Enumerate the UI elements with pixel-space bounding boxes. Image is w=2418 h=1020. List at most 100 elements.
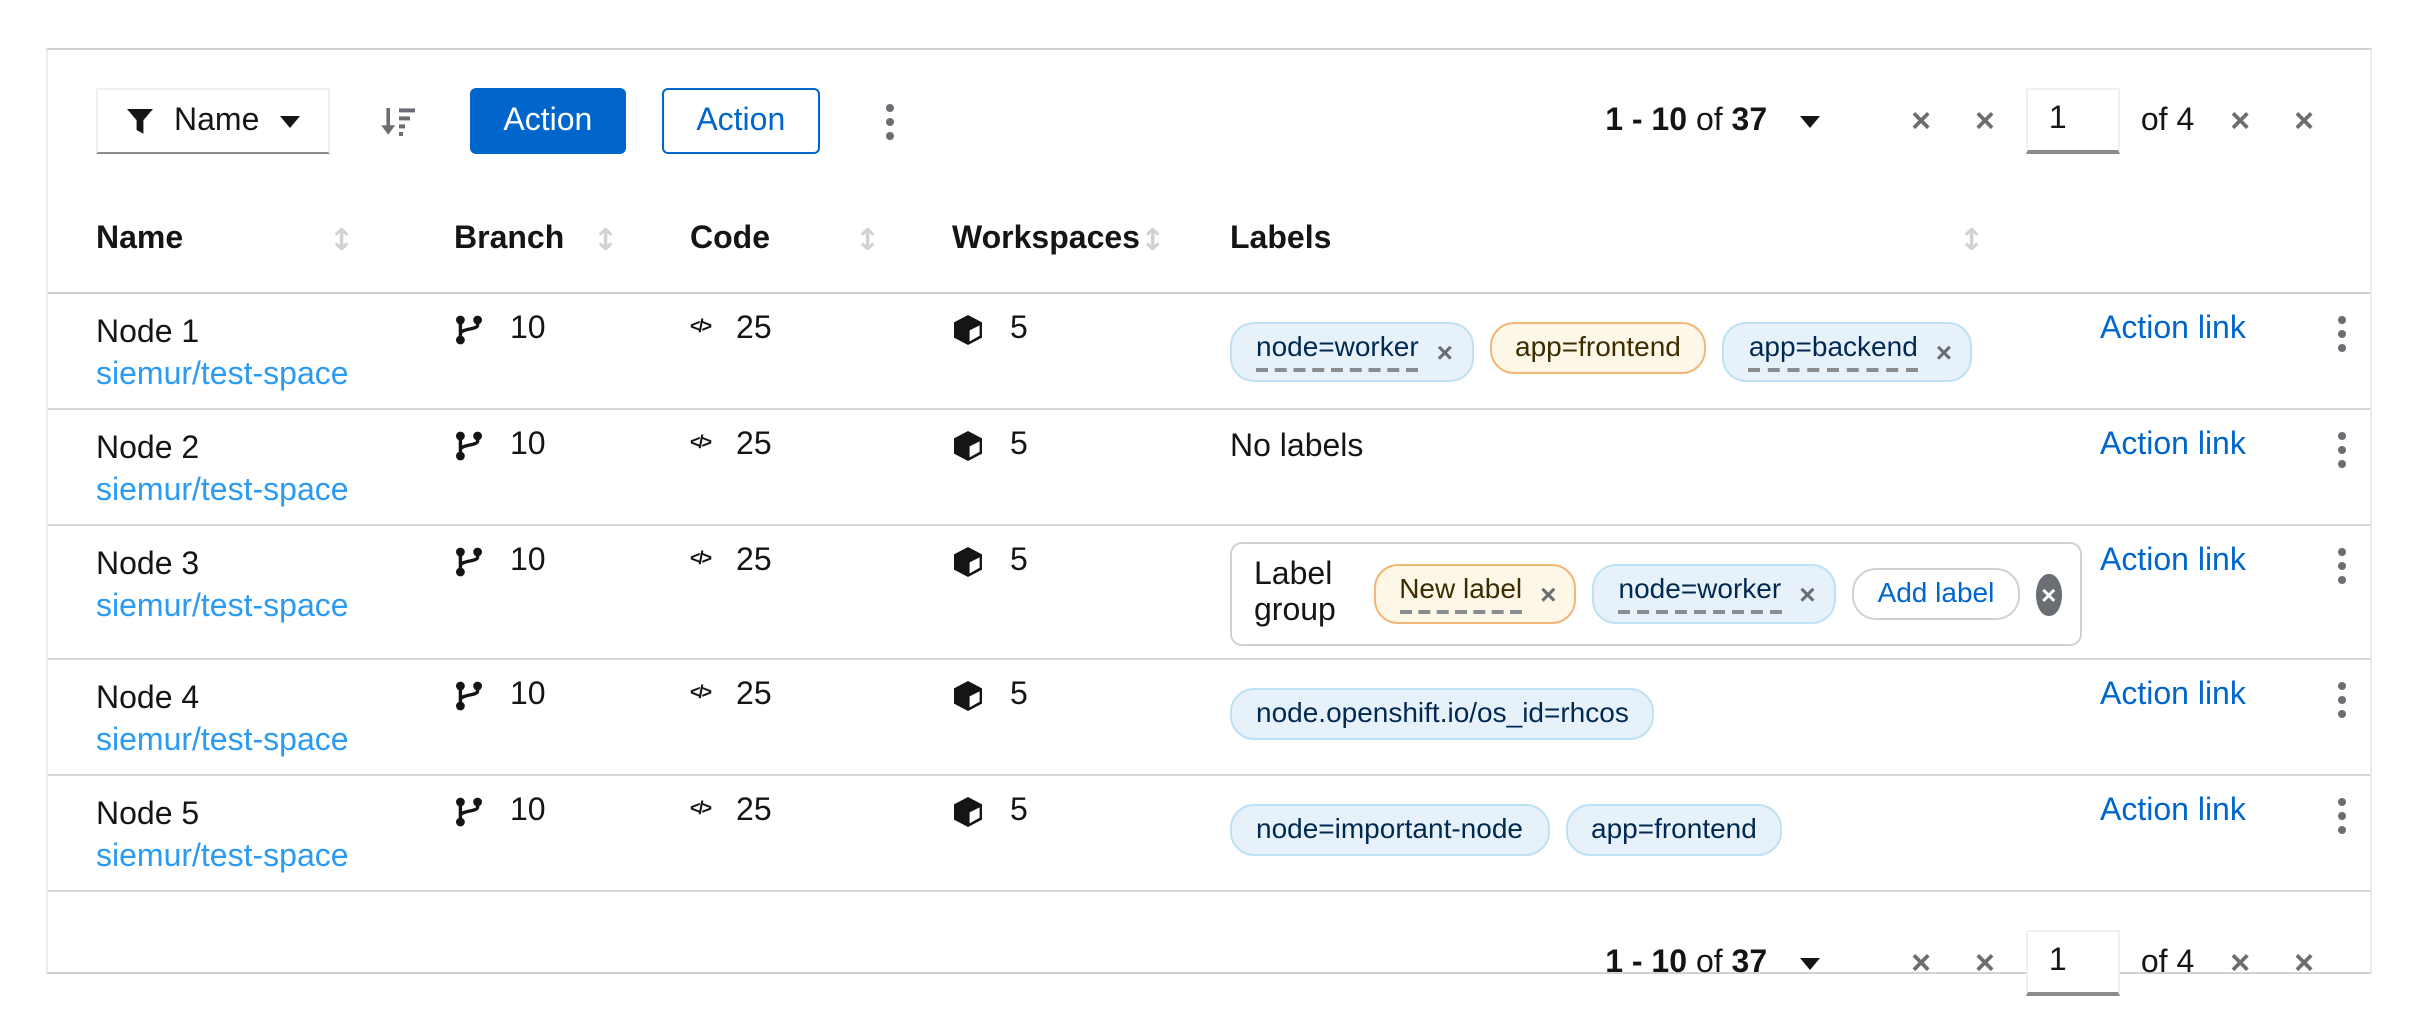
row-kebab-button[interactable] bbox=[2320, 308, 2364, 360]
label-chip-text[interactable]: node=worker bbox=[1618, 572, 1782, 614]
node-name: Node 4 bbox=[96, 682, 200, 716]
action-link[interactable]: Action link bbox=[2100, 544, 2246, 578]
space-link[interactable]: siemur/test-space bbox=[96, 474, 349, 508]
space-link[interactable]: siemur/test-space bbox=[96, 358, 349, 392]
code-icon: </> bbox=[690, 432, 712, 452]
label-chip[interactable]: node=worker × bbox=[1230, 322, 1474, 382]
secondary-action-button[interactable]: Action bbox=[662, 88, 820, 154]
first-page-button[interactable]: × bbox=[1903, 942, 1939, 984]
pagination-of-word: of bbox=[1695, 103, 1723, 137]
add-label-button[interactable]: Add label bbox=[1851, 568, 2021, 620]
code-icon: </> bbox=[690, 316, 712, 336]
close-icon[interactable]: × bbox=[1436, 335, 1454, 367]
code-icon: </> bbox=[690, 798, 712, 818]
column-header-workspaces[interactable]: Workspaces ↕ bbox=[920, 188, 1198, 292]
table-row: Node 2 siemur/test-space 10 </>25 5 No l… bbox=[48, 410, 2370, 526]
pagination-range-values: 1 - 10 bbox=[1605, 103, 1688, 137]
add-label-text: Add label bbox=[1877, 576, 1995, 608]
close-icon[interactable]: × bbox=[1935, 335, 1953, 367]
code-branch-icon bbox=[456, 431, 482, 461]
sort-amount-down-icon bbox=[380, 107, 415, 135]
sort-both-icon[interactable]: ↕ bbox=[1139, 222, 1166, 258]
sort-both-icon[interactable]: ↕ bbox=[328, 222, 354, 258]
sort-both-icon[interactable]: ↕ bbox=[1958, 222, 1984, 258]
last-page-button[interactable]: × bbox=[2286, 100, 2322, 142]
row-kebab-button[interactable] bbox=[2320, 790, 2364, 842]
cube-icon bbox=[954, 681, 982, 711]
code-cell: </>25 bbox=[690, 678, 772, 714]
name-cell: Node 5 siemur/test-space bbox=[64, 776, 422, 890]
action-link[interactable]: Action link bbox=[2100, 794, 2246, 828]
space-link[interactable]: siemur/test-space bbox=[96, 840, 349, 874]
sort-both-icon[interactable]: ↕ bbox=[592, 222, 618, 258]
column-header-branch[interactable]: Branch ↕ bbox=[422, 188, 658, 292]
current-page-input[interactable] bbox=[2026, 930, 2121, 996]
label-chip-text: node.openshift.io/os_id=rhcos bbox=[1256, 696, 1629, 728]
cube-icon bbox=[954, 315, 982, 345]
label-group-close-button[interactable]: × bbox=[2036, 573, 2061, 615]
code-icon: </> bbox=[690, 548, 712, 568]
first-page-button[interactable]: × bbox=[1903, 100, 1939, 142]
last-page-button[interactable]: × bbox=[2286, 942, 2322, 984]
next-page-button[interactable]: × bbox=[2222, 100, 2258, 142]
label-chip-text: node=important-node bbox=[1256, 812, 1523, 844]
cube-icon bbox=[954, 797, 982, 827]
labels-cell: node=important-node app=frontend bbox=[1230, 794, 1783, 856]
labels-cell: Label group New label× node=worker× Add … bbox=[1198, 526, 2081, 658]
previous-page-button[interactable]: × bbox=[1967, 100, 2003, 142]
table-row: Node 4 siemur/test-space 10 </>25 5 node… bbox=[48, 660, 2370, 776]
row-kebab-button[interactable] bbox=[2320, 674, 2364, 726]
code-count: 25 bbox=[736, 312, 772, 346]
pagination-top: 1 - 10 of 37 × × of 4 × × bbox=[1605, 88, 2322, 154]
close-icon[interactable]: × bbox=[1540, 577, 1557, 609]
next-page-button[interactable]: × bbox=[2222, 942, 2258, 984]
branch-count: 10 bbox=[510, 544, 546, 578]
pagination-menu-caret-icon[interactable] bbox=[1799, 957, 1820, 969]
label-chip[interactable]: app=backend × bbox=[1722, 322, 1973, 382]
label-chip-text: app=frontend bbox=[1591, 812, 1757, 844]
space-link[interactable]: siemur/test-space bbox=[96, 590, 349, 624]
toolbar-kebab-button[interactable] bbox=[867, 95, 911, 147]
filter-dropdown-toggle[interactable]: Name bbox=[96, 88, 330, 154]
branch-count: 10 bbox=[510, 794, 546, 828]
cube-icon bbox=[954, 547, 982, 577]
row-kebab-button[interactable] bbox=[2320, 540, 2364, 592]
action-link[interactable]: Action link bbox=[2100, 678, 2246, 712]
action-link[interactable]: Action link bbox=[2100, 428, 2246, 462]
workspaces-cell: 5 bbox=[952, 544, 1028, 580]
workspaces-count: 5 bbox=[1010, 544, 1028, 578]
label-chip[interactable]: node=worker × bbox=[1592, 564, 1836, 624]
label-chip-text[interactable]: app=backend bbox=[1748, 330, 1918, 372]
node-name: Node 5 bbox=[96, 798, 200, 832]
column-header-labels[interactable]: Labels ↕ bbox=[1198, 188, 2068, 292]
pagination-menu-caret-icon[interactable] bbox=[1799, 115, 1820, 127]
column-header-name[interactable]: Name ↕ bbox=[64, 188, 422, 292]
label-chip: node.openshift.io/os_id=rhcos bbox=[1230, 688, 1655, 740]
current-page-input[interactable] bbox=[2026, 88, 2121, 154]
kebab-vertical-icon bbox=[2338, 432, 2346, 440]
kebab-vertical-icon bbox=[2338, 548, 2346, 556]
code-count: 25 bbox=[736, 428, 772, 462]
cube-icon bbox=[954, 431, 982, 461]
pagination-total: 37 bbox=[1731, 103, 1768, 137]
label-chip[interactable]: New label × bbox=[1373, 564, 1577, 624]
sort-button[interactable] bbox=[373, 97, 421, 145]
label-chip-text[interactable]: New label bbox=[1399, 572, 1523, 614]
table-row: Node 3 siemur/test-space 10 </>25 5 Labe… bbox=[48, 526, 2370, 660]
space-link[interactable]: siemur/test-space bbox=[96, 724, 349, 758]
action-link[interactable]: Action link bbox=[2100, 312, 2246, 346]
label-chip-text[interactable]: node=worker bbox=[1256, 330, 1419, 372]
label-chip-text: app=frontend bbox=[1515, 330, 1681, 362]
sort-both-icon[interactable]: ↕ bbox=[854, 222, 880, 258]
code-branch-icon bbox=[456, 315, 482, 345]
row-kebab-button[interactable] bbox=[2320, 424, 2364, 476]
branch-count: 10 bbox=[510, 312, 546, 346]
close-icon[interactable]: × bbox=[1799, 577, 1816, 609]
previous-page-button[interactable]: × bbox=[1967, 942, 2003, 984]
code-cell: </>25 bbox=[690, 544, 772, 580]
column-header-code[interactable]: Code ↕ bbox=[658, 188, 920, 292]
kebab-vertical-icon bbox=[885, 103, 894, 111]
label-group: Label group New label× node=worker× Add … bbox=[1230, 542, 2081, 646]
primary-action-button[interactable]: Action bbox=[469, 88, 627, 154]
